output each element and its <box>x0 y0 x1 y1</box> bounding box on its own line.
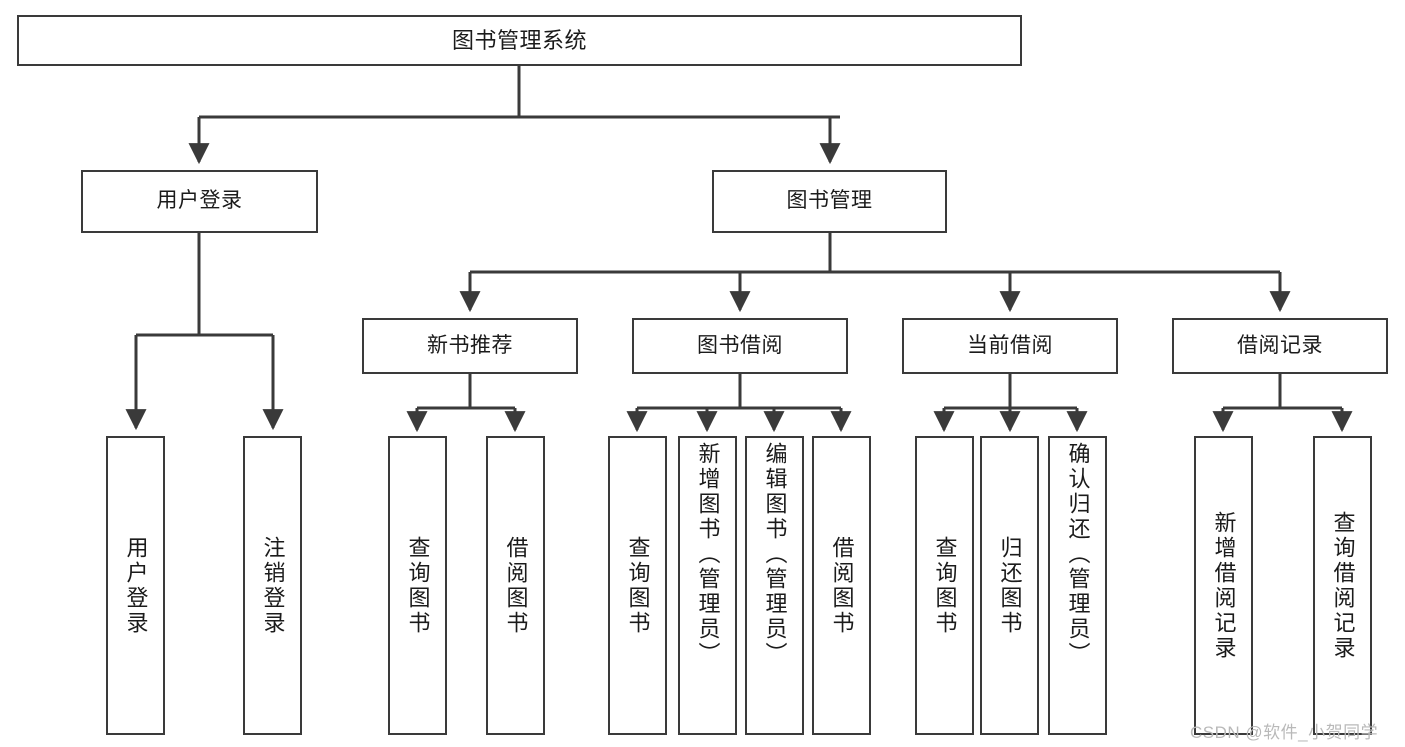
node-leaf-logout-login[interactable]: 注销登录 <box>243 436 302 735</box>
node-root[interactable]: 图书管理系统 <box>17 15 1022 66</box>
node-leaf-add-record[interactable]: 新增借阅记录 <box>1194 436 1253 735</box>
node-new-book-recommend[interactable]: 新书推荐 <box>362 318 578 374</box>
node-leaf-confirm-return-label: 确认归还（管理员） <box>1065 442 1091 667</box>
csdn-watermark: CSDN @软件_小贺同学 <box>1190 723 1379 742</box>
node-leaf-edit-book-label: 编辑图书（管理员） <box>762 442 788 667</box>
node-leaf-borrow-book-2-label: 借阅图书 <box>829 535 855 636</box>
node-leaf-return-book[interactable]: 归还图书 <box>980 436 1039 735</box>
node-book-manage-label: 图书管理 <box>786 189 873 213</box>
node-current-borrow-label: 当前借阅 <box>967 333 1053 357</box>
node-leaf-borrow-book-1-label: 借阅图书 <box>503 535 529 636</box>
node-leaf-return-book-label: 归还图书 <box>997 535 1023 636</box>
node-leaf-add-record-label: 新增借阅记录 <box>1211 510 1237 661</box>
node-leaf-query-book-1-label: 查询图书 <box>405 535 431 636</box>
node-leaf-user-login[interactable]: 用户登录 <box>106 436 165 735</box>
node-leaf-borrow-book-1[interactable]: 借阅图书 <box>486 436 545 735</box>
node-leaf-confirm-return[interactable]: 确认归还（管理员） <box>1048 436 1107 735</box>
node-leaf-query-record[interactable]: 查询借阅记录 <box>1313 436 1372 735</box>
node-leaf-add-book[interactable]: 新增图书（管理员） <box>678 436 737 735</box>
node-book-borrow-label: 图书借阅 <box>697 333 783 357</box>
node-leaf-query-book-1[interactable]: 查询图书 <box>388 436 447 735</box>
node-new-book-recommend-label: 新书推荐 <box>427 333 513 357</box>
node-leaf-edit-book[interactable]: 编辑图书（管理员） <box>745 436 804 735</box>
node-leaf-query-record-label: 查询借阅记录 <box>1330 510 1356 661</box>
node-current-borrow[interactable]: 当前借阅 <box>902 318 1118 374</box>
node-leaf-add-book-label: 新增图书（管理员） <box>695 442 721 667</box>
node-leaf-logout-login-label: 注销登录 <box>260 535 286 636</box>
node-user-login-label: 用户登录 <box>156 189 243 213</box>
node-borrow-record-label: 借阅记录 <box>1237 333 1323 357</box>
node-book-borrow[interactable]: 图书借阅 <box>632 318 848 374</box>
node-book-manage[interactable]: 图书管理 <box>712 170 947 233</box>
node-borrow-record[interactable]: 借阅记录 <box>1172 318 1388 374</box>
node-leaf-query-book-2[interactable]: 查询图书 <box>608 436 667 735</box>
node-leaf-user-login-label: 用户登录 <box>123 535 149 636</box>
node-user-login[interactable]: 用户登录 <box>81 170 318 233</box>
node-root-label: 图书管理系统 <box>451 27 587 53</box>
node-leaf-query-book-3[interactable]: 查询图书 <box>915 436 974 735</box>
node-leaf-query-book-3-label: 查询图书 <box>932 535 958 636</box>
node-leaf-borrow-book-2[interactable]: 借阅图书 <box>812 436 871 735</box>
node-leaf-query-book-2-label: 查询图书 <box>625 535 651 636</box>
